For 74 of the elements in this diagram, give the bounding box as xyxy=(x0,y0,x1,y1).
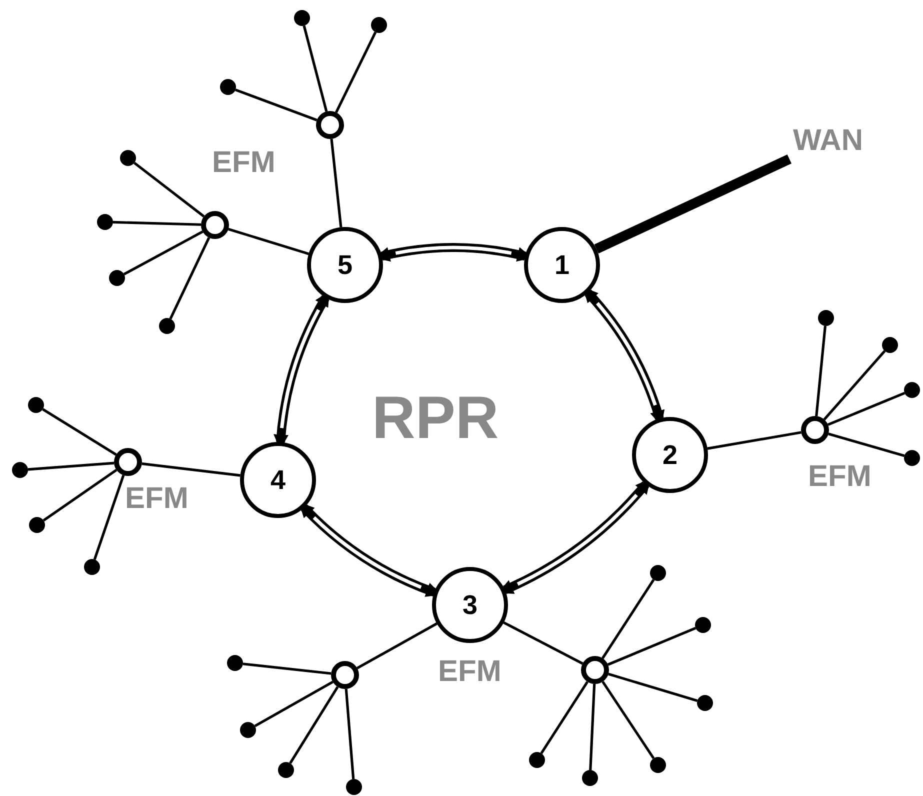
endpoint-dot xyxy=(120,150,136,166)
endpoint-dot xyxy=(220,79,236,95)
endpoint-dot xyxy=(695,617,711,633)
link-line xyxy=(823,350,886,420)
link-line xyxy=(828,432,905,458)
endpoint-dot xyxy=(12,462,28,478)
link-line xyxy=(235,88,318,122)
endpoint-dot xyxy=(529,752,545,768)
link-line xyxy=(607,626,696,666)
endpoint-dot xyxy=(882,337,898,353)
endpoint-dot xyxy=(294,10,310,26)
endpoint-dot xyxy=(650,565,666,581)
hub-circle xyxy=(581,656,609,684)
hub-circle xyxy=(114,448,142,476)
access-label: EFM xyxy=(125,484,188,514)
link-line xyxy=(503,621,584,665)
endpoint-dot xyxy=(29,517,45,533)
endpoint-dot xyxy=(818,310,834,326)
link-line xyxy=(289,686,339,764)
link-line xyxy=(608,672,698,702)
endpoint-dot xyxy=(159,318,175,334)
endpoint-dot xyxy=(28,397,44,413)
link-line xyxy=(302,25,328,112)
endpoint-dot xyxy=(346,779,362,795)
link-line xyxy=(134,162,205,218)
access-label: EFM xyxy=(212,148,276,178)
link-line xyxy=(589,684,596,770)
ring-node-circle: 2 xyxy=(632,417,708,493)
endpoint-dot xyxy=(278,762,294,778)
link-line xyxy=(42,468,118,522)
ring-node-circle: 1 xyxy=(524,227,600,303)
link-line xyxy=(330,138,342,228)
link-line xyxy=(142,462,240,477)
link-line xyxy=(602,680,655,760)
link-line xyxy=(707,431,802,450)
endpoint-dot xyxy=(904,450,920,466)
link-line xyxy=(93,474,125,560)
endpoint-dot xyxy=(697,695,713,711)
link-line xyxy=(254,680,334,728)
endpoint-dot xyxy=(582,770,598,786)
hub-circle xyxy=(801,416,829,444)
link-line xyxy=(228,228,310,256)
ring-node-circle: 5 xyxy=(307,227,383,303)
access-label: EFM xyxy=(808,462,872,492)
endpoint-dot xyxy=(650,757,666,773)
link-line xyxy=(815,326,827,416)
endpoint-dot xyxy=(227,655,243,671)
link-line xyxy=(356,622,438,670)
endpoint-dot xyxy=(84,559,100,575)
link-line xyxy=(602,579,655,659)
link-line xyxy=(42,408,117,456)
endpoint-dot xyxy=(371,17,387,33)
link-line xyxy=(28,462,114,471)
endpoint-dot xyxy=(904,382,920,398)
link-line xyxy=(242,662,332,675)
link-line xyxy=(540,681,588,754)
link-line xyxy=(169,237,210,320)
endpoint-dot xyxy=(240,722,256,738)
link-line xyxy=(335,32,377,113)
endpoint-dot xyxy=(109,270,125,286)
ring-node-circle: 4 xyxy=(240,442,316,518)
link-line xyxy=(827,392,906,426)
link-line xyxy=(112,220,202,226)
ring-node-circle: 3 xyxy=(432,567,508,643)
network-label: WAN xyxy=(782,123,874,159)
ring-label: RPR xyxy=(372,388,499,448)
endpoint-dot xyxy=(97,214,113,230)
hub-circle xyxy=(331,661,359,689)
link-line xyxy=(344,688,355,780)
link-line xyxy=(123,230,204,276)
hub-circle xyxy=(316,111,344,139)
thick-link-line xyxy=(594,154,792,254)
hub-circle xyxy=(201,211,229,239)
access-label: EFM xyxy=(438,657,502,687)
